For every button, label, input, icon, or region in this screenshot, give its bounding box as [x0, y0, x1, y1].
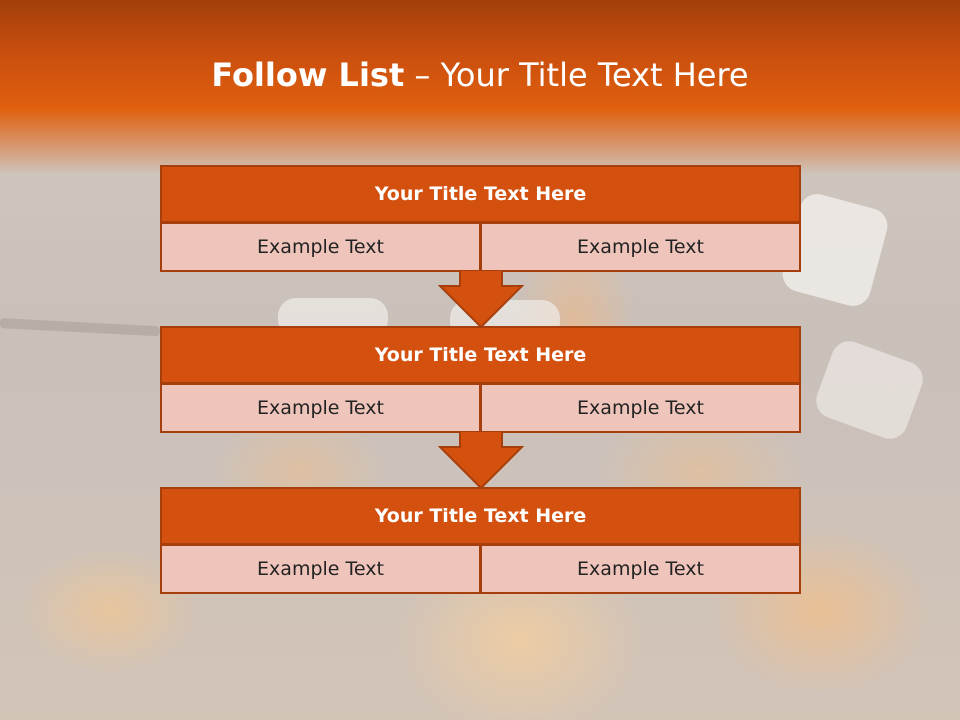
down-arrow-icon — [438, 431, 524, 489]
step-title: Your Title Text Here — [160, 165, 801, 223]
step-cell-right: Example Text — [480, 383, 801, 433]
down-arrow-icon — [438, 270, 524, 328]
step-cell-left: Example Text — [160, 383, 481, 433]
step-title: Your Title Text Here — [160, 326, 801, 384]
step-box-1: Your Title Text Here Example Text Exampl… — [160, 165, 801, 272]
step-cell-right: Example Text — [480, 222, 801, 272]
step-box-2: Your Title Text Here Example Text Exampl… — [160, 326, 801, 433]
page-title-bold: Follow List — [211, 56, 405, 94]
step-cell-right: Example Text — [480, 544, 801, 594]
page-title: Follow List – Your Title Text Here — [0, 54, 960, 96]
step-title: Your Title Text Here — [160, 487, 801, 545]
step-cell-left: Example Text — [160, 544, 481, 594]
step-box-3: Your Title Text Here Example Text Exampl… — [160, 487, 801, 594]
title-band — [0, 0, 960, 175]
step-cell-left: Example Text — [160, 222, 481, 272]
page-title-rest: – Your Title Text Here — [404, 56, 749, 94]
